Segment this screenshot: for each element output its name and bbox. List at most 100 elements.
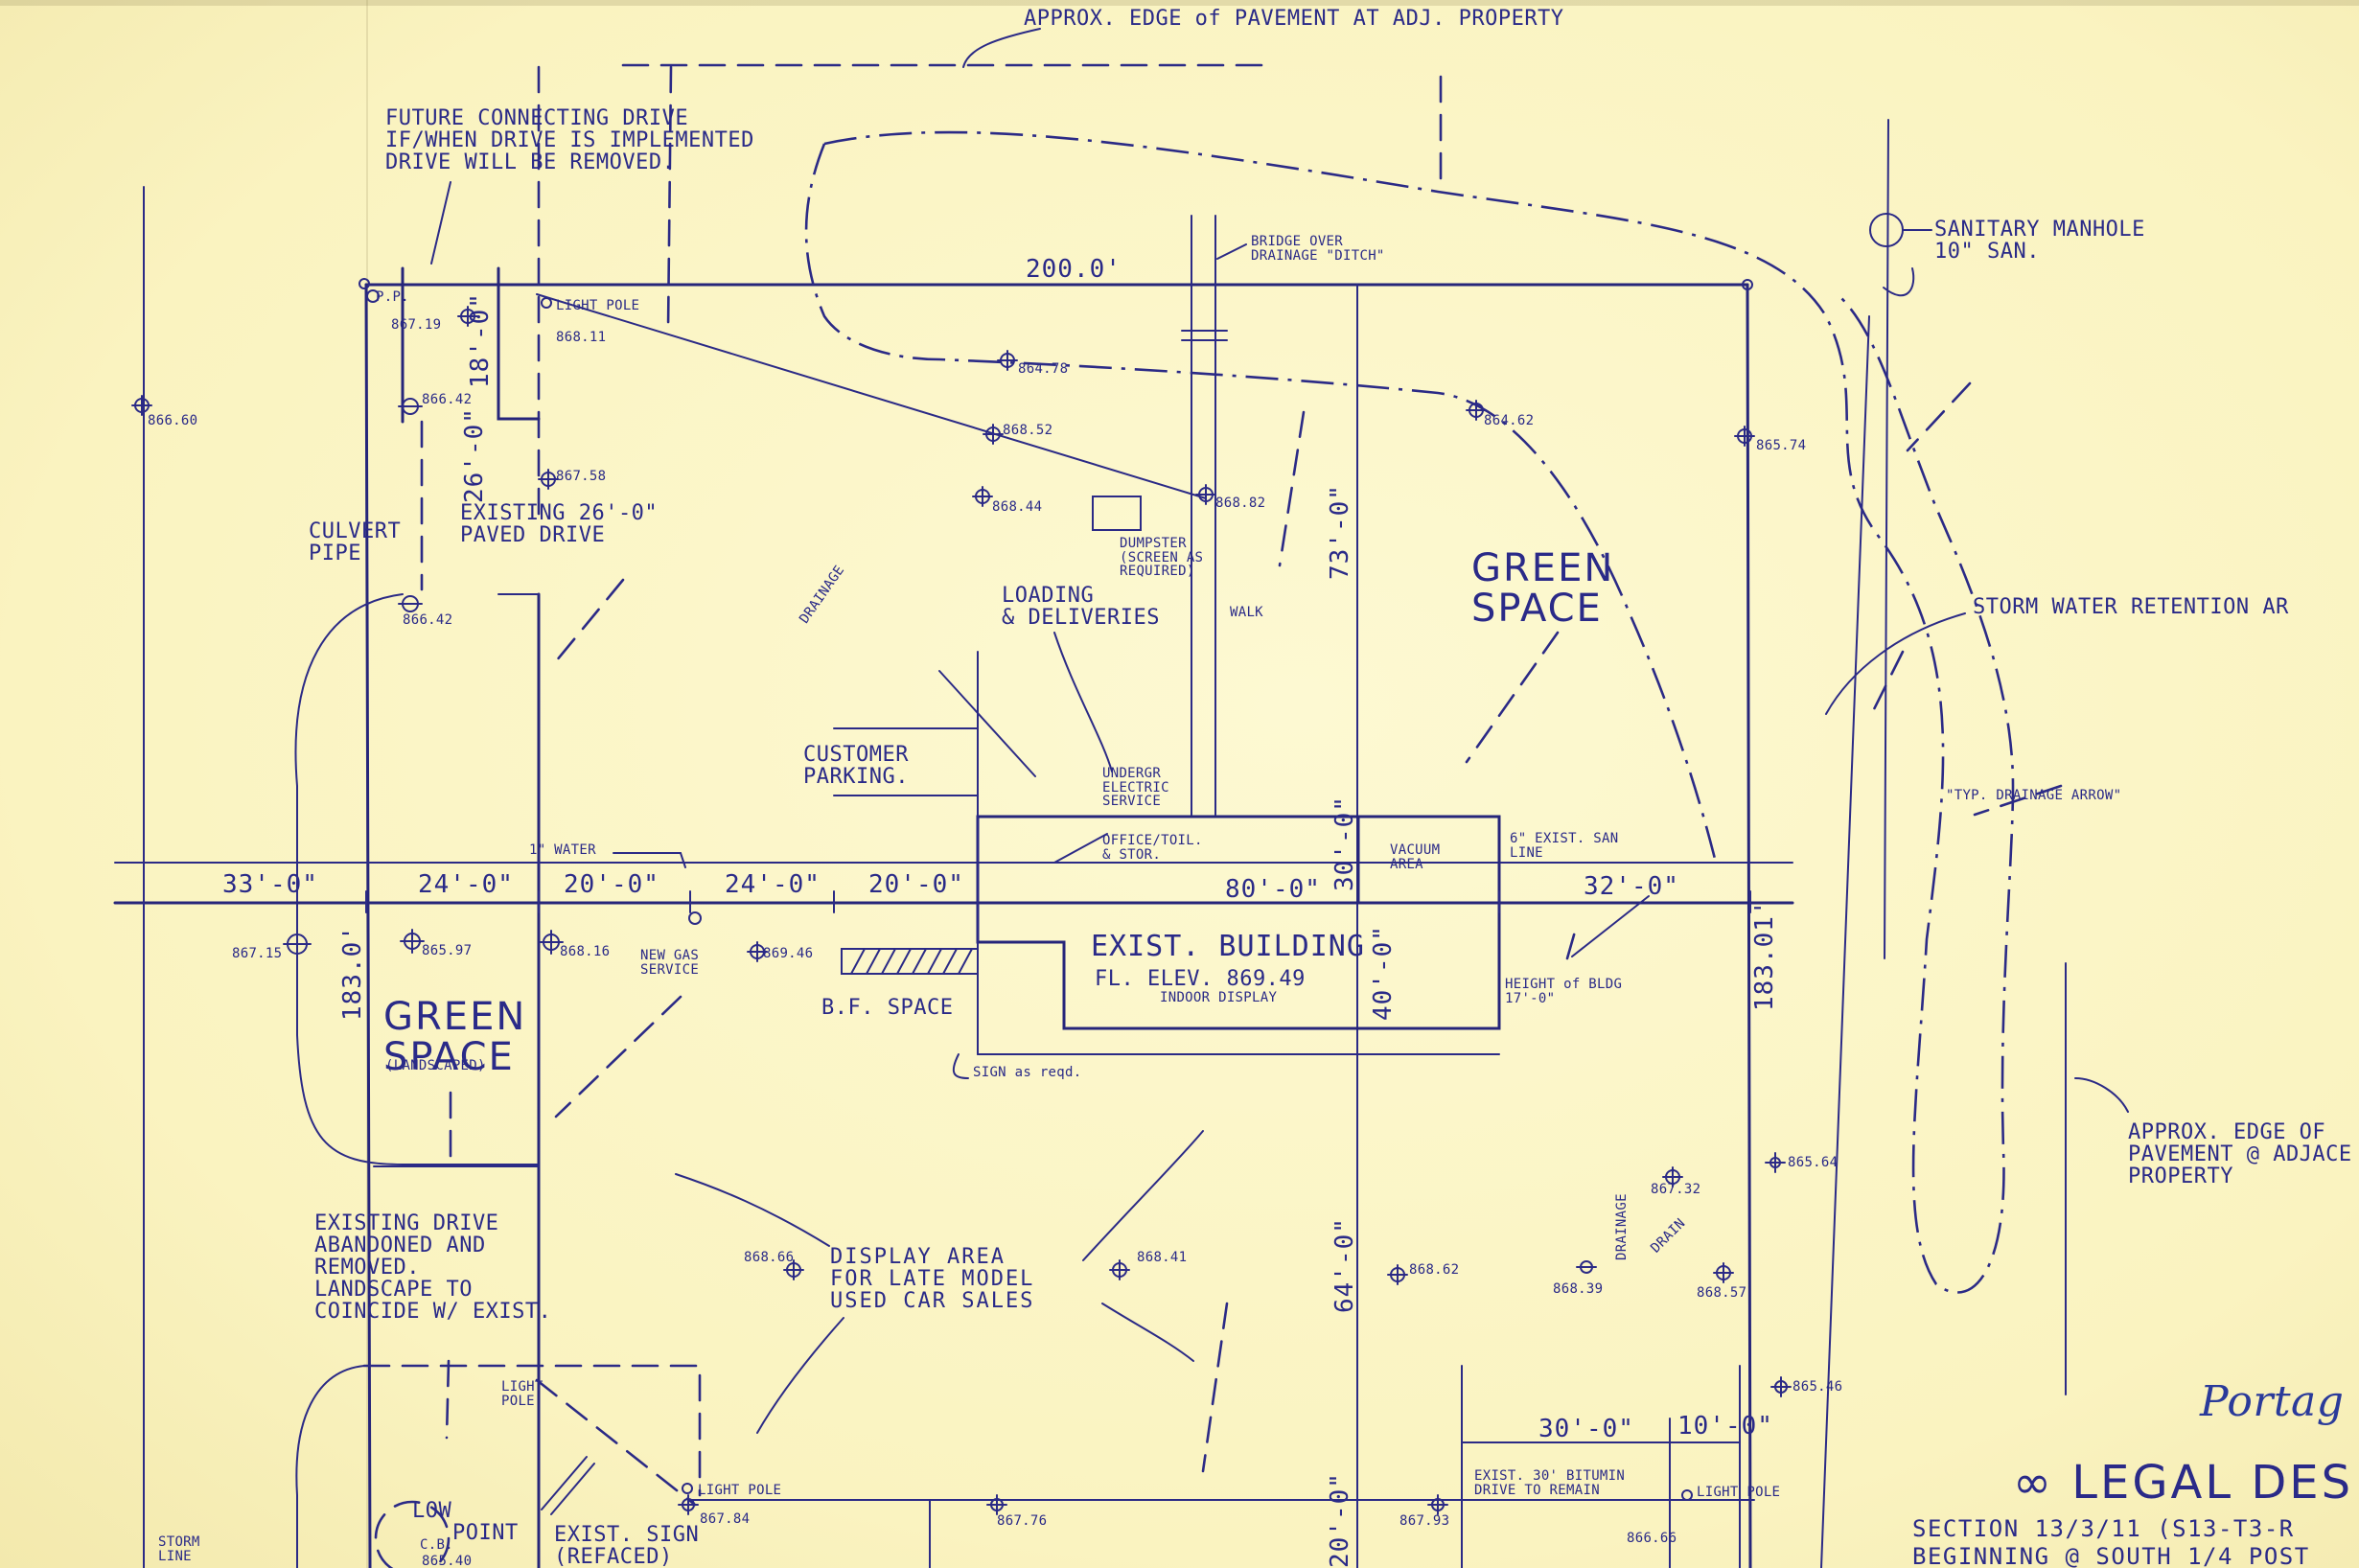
dim-bldg-80: 80'-0"	[1225, 875, 1321, 904]
legal-desc-line2: BEGINNING @ SOUTH 1/4 POST	[1912, 1543, 2310, 1568]
storm-water-leader	[1825, 612, 1966, 715]
label-water: 1" WATER	[529, 842, 596, 858]
adj-pavement-leader	[962, 28, 1041, 68]
label-fl-elev: FL. ELEV. 869.49	[1095, 967, 1306, 991]
exist-sign-mark	[541, 1456, 595, 1515]
dim-20a: 20'-0"	[564, 870, 659, 899]
dim-drive-26: 26'-0"	[460, 407, 489, 503]
elev-866-42a: 866.42	[422, 392, 473, 407]
drain-arrow-7	[1906, 381, 1972, 452]
bridge-leader	[1216, 243, 1247, 260]
drainage-ditch-curve	[823, 130, 2015, 1294]
dim-drive-10: 10'-0"	[1677, 1412, 1773, 1441]
bridge-mark	[1181, 330, 1228, 341]
elev-868-52: 868.52	[1003, 423, 1053, 438]
low-point-circle	[374, 1500, 451, 1568]
elev-864-78: 864.78	[1018, 361, 1069, 377]
drain-arrow-9	[1201, 1302, 1229, 1473]
elev-867-19: 867.19	[391, 317, 442, 333]
label-cb: C.B.	[420, 1537, 453, 1553]
elev-868-57: 868.57	[1697, 1285, 1747, 1301]
drain-arrow-5	[554, 995, 682, 1118]
property-line-left	[364, 283, 372, 1568]
dim-right-183: 183.01'	[1750, 899, 1779, 1011]
dumpster-box	[1092, 496, 1142, 531]
dim-drive-30: 30'-0"	[1538, 1415, 1634, 1443]
elev-868-41: 868.41	[1137, 1250, 1188, 1265]
drive-curve-left	[294, 593, 540, 1165]
label-light-pole-bottom: LIGHT POLE	[698, 1483, 782, 1498]
label-indoor-display: INDOOR DISPLAY	[1160, 990, 1278, 1005]
drain-arrow-8	[1973, 784, 2063, 817]
note-future-drive: FUTURE CONNECTING DRIVE IF/WHEN DRIVE IS…	[385, 106, 754, 175]
dim-top-width: 200.0'	[1026, 255, 1122, 284]
drain-arrow-11	[445, 1359, 451, 1440]
elev-867-32: 867.32	[1651, 1182, 1701, 1197]
dim-depth-64: 64'-0"	[1330, 1217, 1359, 1313]
elev-865-64: 865.64	[1788, 1155, 1839, 1170]
bottom-dashed-box	[362, 1364, 702, 1497]
dashed-line-b	[666, 65, 673, 333]
elev-868-82: 868.82	[1215, 496, 1266, 511]
dim-20b: 20'-0"	[868, 870, 964, 899]
drain-arrow-1	[554, 578, 625, 663]
elev-868-39: 868.39	[1553, 1281, 1604, 1297]
dim-bldg-40: 40'-0"	[1369, 925, 1398, 1021]
sanitary-leader	[1883, 267, 1915, 297]
loading-leader-2	[938, 670, 1036, 777]
elev-866-66: 866.66	[1627, 1531, 1677, 1546]
label-exist-sign: EXIST. SIGN(REFACED)	[554, 1523, 700, 1568]
drain-arrow-3	[1465, 631, 1560, 764]
label-landscaped: (LANDSCAPED)	[385, 1058, 486, 1073]
dim-bldg-30: 30'-0"	[1330, 796, 1359, 891]
elev-866-60: 866.60	[148, 413, 198, 428]
adj-right-leader	[2074, 1077, 2129, 1113]
water-leader	[613, 852, 686, 868]
label-office: OFFICE/TOIL.& STOR.	[1102, 833, 1203, 863]
elev-868-62: 868.62	[1409, 1262, 1460, 1278]
elev-867-15: 867.15	[232, 946, 283, 961]
dim-drive-18: 18'-0"	[466, 292, 495, 388]
dim-bottom-20: 20'-0"	[1326, 1472, 1354, 1568]
display-leader-3	[756, 1317, 844, 1434]
elev-867-93: 867.93	[1399, 1513, 1450, 1529]
label-drainage-right: DRAINAGE	[1614, 1193, 1630, 1260]
dim-24a: 24'-0"	[418, 870, 514, 899]
dim-33: 33'-0"	[222, 870, 318, 899]
drain-arrow-6	[1867, 650, 1905, 721]
label-light-pole-top: LIGHT POLE	[556, 298, 640, 313]
benchmark-marks	[131, 278, 1792, 1515]
drainage-ditch-left	[804, 143, 1718, 864]
bottom-drive-curve	[295, 1365, 365, 1568]
road-line-right	[1884, 119, 1889, 959]
elev-867-76: 867.76	[997, 1513, 1048, 1529]
diagonal-drive-edge	[536, 293, 1207, 499]
dim-ticks	[143, 890, 1751, 913]
dim-24b: 24'-0"	[725, 870, 821, 899]
label-exist-building: EXIST. BUILDING	[1091, 930, 1365, 963]
drain-arrow-2	[1278, 410, 1306, 567]
office-leader	[1053, 833, 1108, 864]
dim-depth-73: 73'-0"	[1326, 484, 1354, 580]
label-existing-drive: EXISTING 26'-0"PAVED DRIVE	[460, 501, 659, 548]
note-storm-water: STORM WATER RETENTION AR	[1973, 595, 2289, 619]
elev-868-16: 868.16	[560, 944, 611, 959]
elev-867-58: 867.58	[556, 469, 607, 484]
height-leader	[1571, 895, 1650, 957]
elev-868-66: 868.66	[744, 1250, 795, 1265]
